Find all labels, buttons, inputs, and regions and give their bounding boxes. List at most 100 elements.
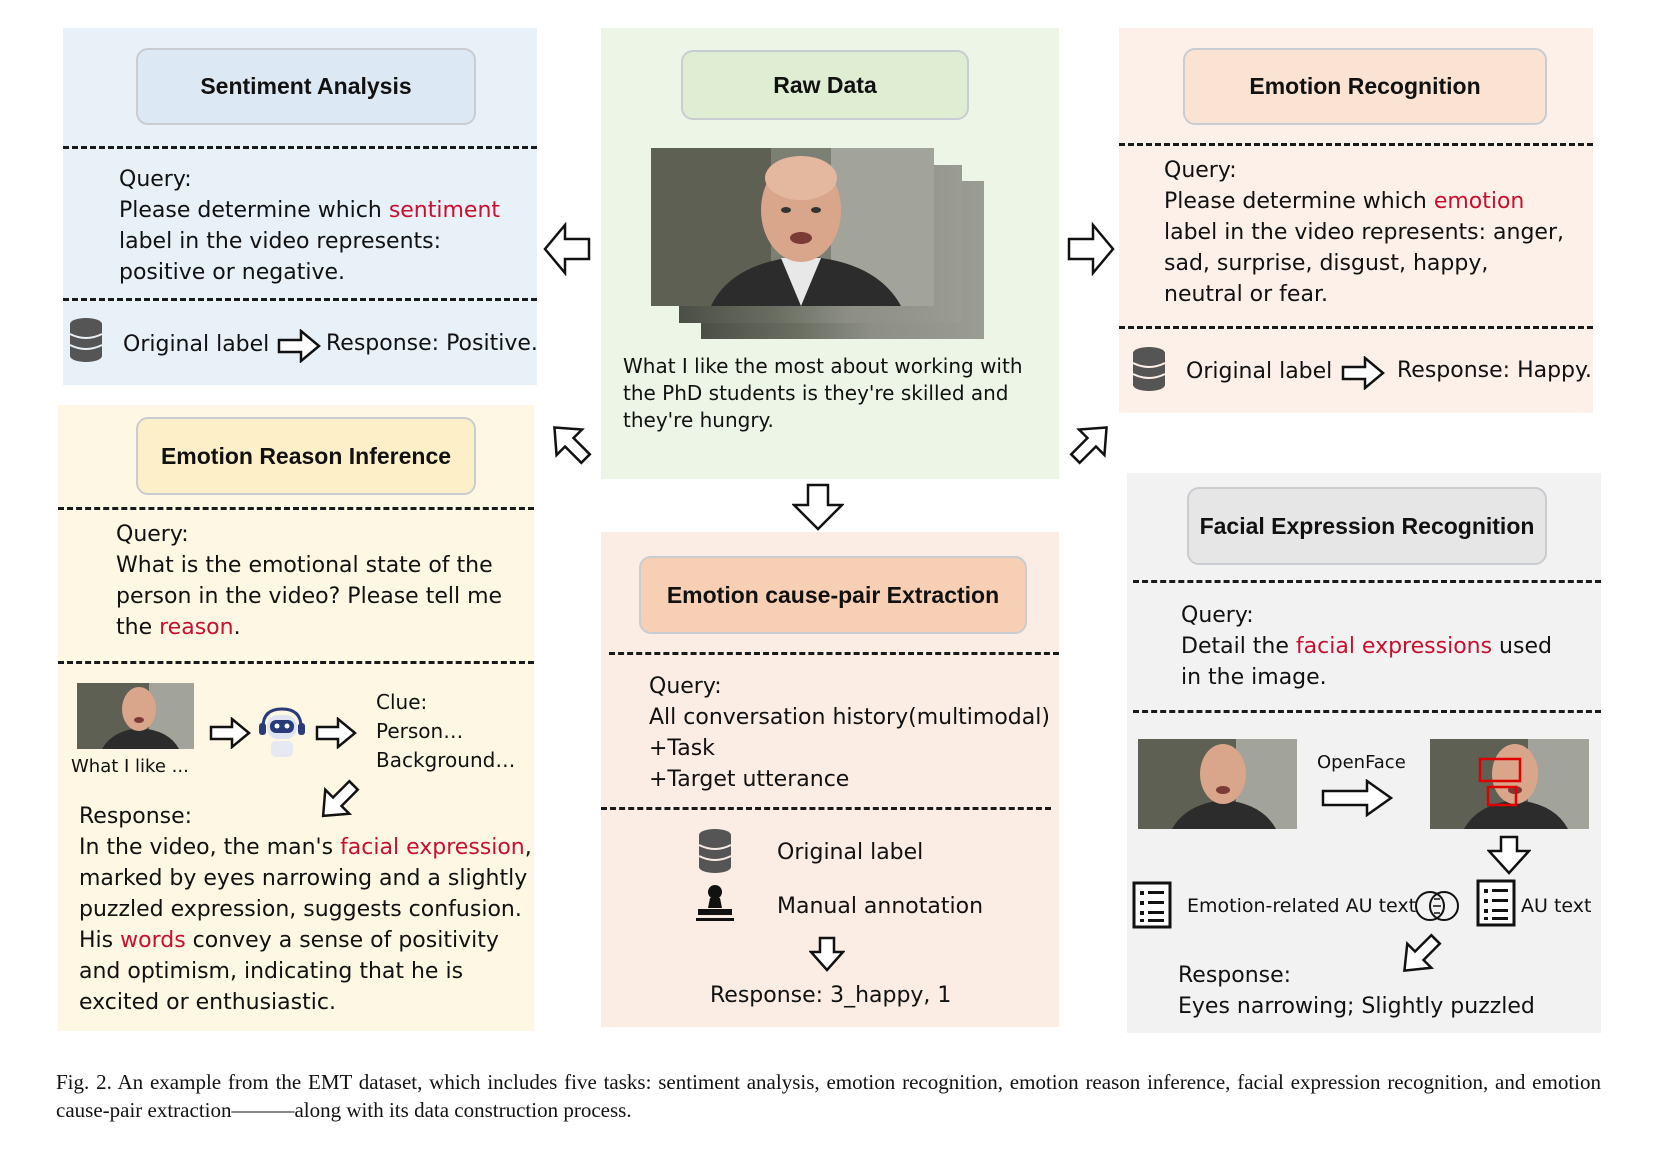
original-label: Original label bbox=[777, 840, 924, 865]
response-text: Eyes narrowing; Slightly puzzled bbox=[1178, 994, 1535, 1019]
divider bbox=[609, 652, 1059, 655]
query-label: Query: bbox=[116, 522, 189, 547]
clue-line: Clue: bbox=[376, 690, 428, 714]
document-list-icon bbox=[1132, 881, 1172, 929]
cause-title: Emotion cause-pair Extraction bbox=[639, 556, 1027, 634]
reason-title: Emotion Reason Inference bbox=[136, 417, 476, 495]
query-line: positive or negative. bbox=[119, 260, 345, 285]
divider bbox=[63, 146, 537, 149]
video-thumbnail bbox=[77, 683, 194, 749]
query-line: label in the video represents: bbox=[119, 229, 442, 254]
divider bbox=[1133, 710, 1601, 713]
query-label: Query: bbox=[649, 674, 722, 699]
hollow-arrow-icon bbox=[209, 717, 251, 749]
response-text: Response: Positive. bbox=[326, 331, 538, 356]
sentiment-analysis-panel: Sentiment Analysis Query: Please determi… bbox=[63, 28, 538, 385]
divider bbox=[601, 807, 1051, 810]
hollow-arrow-down-left-icon bbox=[321, 779, 360, 818]
divider bbox=[58, 661, 534, 664]
input-face-image bbox=[1138, 739, 1297, 829]
query-label: Query: bbox=[1181, 603, 1254, 628]
speaker-face-image bbox=[77, 683, 194, 749]
original-label: Original label bbox=[123, 332, 270, 357]
database-icon bbox=[1132, 347, 1166, 391]
hollow-arrow-right-icon bbox=[1321, 779, 1393, 817]
hollow-arrow-down-icon bbox=[1487, 835, 1531, 875]
emotion-au-text-label: Emotion-related AU text bbox=[1187, 895, 1417, 917]
response-text: Response: 3_happy, 1 bbox=[710, 983, 952, 1008]
query-label: Query: bbox=[1164, 158, 1237, 183]
facial-expression-panel: Facial Expression Recognition Query: Det… bbox=[1127, 473, 1601, 1033]
response-line: marked by eyes narrowing and a slightly bbox=[79, 866, 528, 891]
response-label: Response: bbox=[79, 804, 193, 829]
query-label: Query: bbox=[119, 167, 192, 192]
raw-data-panel: Raw Data What I like the most about work… bbox=[601, 28, 1059, 479]
openface-label: OpenFace bbox=[1317, 752, 1406, 773]
hollow-arrow-down-icon bbox=[792, 483, 844, 531]
divider bbox=[1133, 580, 1601, 583]
clue-line: Person… bbox=[376, 719, 464, 743]
eye-region-box bbox=[1478, 757, 1522, 783]
response-line: puzzled expression, suggests confusion. bbox=[79, 897, 522, 922]
transcript-line: the PhD students is they're skilled and bbox=[623, 381, 1009, 405]
divider bbox=[63, 298, 537, 301]
database-icon bbox=[69, 318, 103, 362]
response-label: Response: bbox=[1178, 963, 1292, 988]
original-label: Original label bbox=[1186, 359, 1333, 384]
query-line: sad, surprise, disgust, happy, bbox=[1164, 251, 1489, 276]
hollow-arrow-left-icon bbox=[543, 222, 591, 276]
query-line: What is the emotional state of the bbox=[116, 553, 493, 578]
speaker-face-image bbox=[1430, 739, 1589, 829]
database-icon bbox=[698, 829, 732, 873]
hollow-arrow-icon bbox=[1341, 356, 1385, 390]
response-line: excited or enthusiastic. bbox=[79, 990, 336, 1015]
divider bbox=[1119, 143, 1593, 146]
response-text: Response: Happy. bbox=[1397, 358, 1592, 383]
transcript-line: they're hungry. bbox=[623, 408, 774, 432]
hollow-arrow-down-icon bbox=[809, 936, 845, 972]
stamp-icon bbox=[696, 885, 734, 921]
sentiment-title: Sentiment Analysis bbox=[136, 48, 476, 125]
hollow-arrow-icon bbox=[315, 717, 357, 749]
speaker-face-image bbox=[1138, 739, 1297, 829]
response-line: and optimism, indicating that he is bbox=[79, 959, 464, 984]
speaker-face-image bbox=[651, 148, 934, 306]
divider bbox=[1119, 326, 1593, 329]
au-text-label: AU text bbox=[1521, 895, 1592, 917]
manual-annotation-label: Manual annotation bbox=[777, 894, 984, 919]
clue-line: Background… bbox=[376, 748, 516, 772]
emotion-reason-panel: Emotion Reason Inference Query: What is … bbox=[58, 405, 534, 1031]
raw-data-title: Raw Data bbox=[681, 50, 969, 120]
hollow-arrow-down-left-icon bbox=[1403, 933, 1442, 972]
hollow-arrow-down-left-icon bbox=[553, 426, 592, 465]
document-list-icon bbox=[1476, 879, 1516, 927]
query-line: Please determine which emotion bbox=[1164, 189, 1525, 214]
query-line: person in the video? Please tell me bbox=[116, 584, 503, 609]
query-line: in the image. bbox=[1181, 665, 1327, 690]
divider bbox=[58, 507, 534, 510]
hollow-arrow-down-right-icon bbox=[1069, 426, 1108, 465]
query-line: +Task bbox=[649, 736, 715, 761]
query-line: label in the video represents: anger, bbox=[1164, 220, 1564, 245]
robot-icon bbox=[259, 707, 305, 757]
query-line: All conversation history(multimodal) bbox=[649, 705, 1050, 730]
mouth-region-box bbox=[1486, 785, 1518, 807]
video-frame bbox=[651, 148, 934, 306]
emotion-title: Emotion Recognition bbox=[1183, 48, 1547, 125]
response-line: In the video, the man's facial expressio… bbox=[79, 835, 532, 860]
hollow-arrow-icon bbox=[277, 329, 321, 363]
response-line: His words convey a sense of positivity bbox=[79, 928, 499, 953]
query-line: the reason. bbox=[116, 615, 241, 640]
query-line: +Target utterance bbox=[649, 767, 850, 792]
query-line: neutral or fear. bbox=[1164, 282, 1328, 307]
facial-title: Facial Expression Recognition bbox=[1187, 487, 1547, 565]
query-line: Please determine which sentiment bbox=[119, 198, 501, 223]
hollow-arrow-right-icon bbox=[1067, 222, 1115, 276]
query-line: Detail the facial expressions used bbox=[1181, 634, 1552, 659]
thumbnail-caption: What I like ... bbox=[71, 756, 189, 777]
figure-caption: Fig. 2. An example from the EMT dataset,… bbox=[56, 1070, 1601, 1122]
emotion-recognition-panel: Emotion Recognition Query: Please determ… bbox=[1119, 28, 1593, 413]
openface-output-image bbox=[1430, 739, 1589, 829]
venn-icon bbox=[1415, 891, 1459, 921]
transcript-line: What I like the most about working with bbox=[623, 354, 1023, 378]
